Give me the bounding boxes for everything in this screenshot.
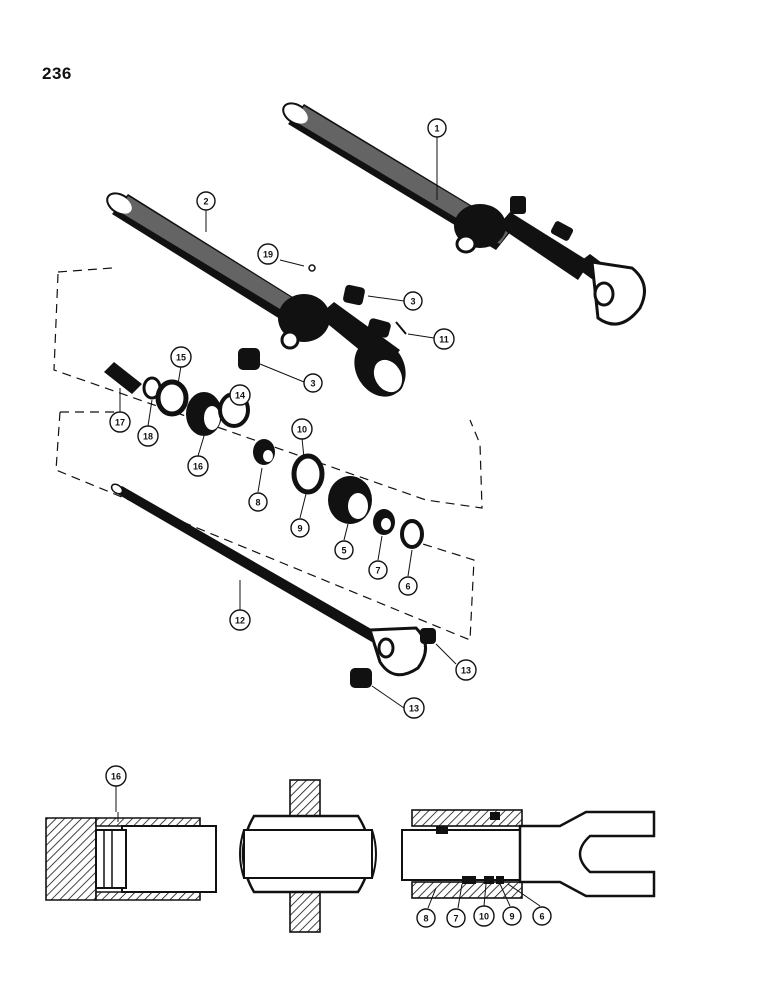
svg-text:12: 12	[235, 616, 245, 626]
callout-2: 2	[196, 191, 216, 211]
exploded-boundary-upper	[53, 273, 483, 509]
svg-text:7: 7	[453, 914, 458, 924]
callout-7: 7	[368, 560, 388, 580]
callout-16: 16	[187, 455, 209, 477]
svg-text:8: 8	[423, 914, 428, 924]
callout-14: 14	[229, 384, 251, 406]
section-lead-lines	[115, 786, 541, 909]
svg-text:13: 13	[409, 704, 419, 714]
piston-bolt-17	[104, 362, 142, 394]
svg-text:15: 15	[176, 353, 186, 363]
svg-text:6: 6	[539, 912, 544, 922]
callout-5: 5	[334, 540, 354, 560]
svg-text:2: 2	[203, 197, 208, 207]
exploded-boundary-lower	[55, 411, 475, 641]
callout-9: 9	[290, 518, 310, 538]
cylinder-barrel-2	[106, 192, 406, 397]
bushing-3-lower	[238, 348, 260, 370]
piston-rod-12	[110, 483, 436, 688]
callout-13-lower: 13	[403, 697, 425, 719]
callout-19: 19	[257, 243, 279, 265]
callout-15: 15	[170, 346, 192, 368]
section-view-right	[401, 809, 656, 899]
callout-section-10: 10	[473, 905, 495, 927]
callout-18: 18	[137, 425, 159, 447]
svg-text:6: 6	[405, 582, 410, 592]
callout-8: 8	[248, 492, 268, 512]
svg-text:11: 11	[439, 335, 449, 345]
callout-section-16: 16	[105, 765, 127, 787]
callout-section-9: 9	[502, 906, 522, 926]
callout-11: 11	[433, 328, 455, 350]
svg-text:13: 13	[461, 666, 471, 676]
backup-ring-10	[291, 453, 325, 495]
bushing-3-upper	[343, 284, 365, 306]
callout-3-upper: 3	[403, 291, 423, 311]
svg-text:9: 9	[297, 524, 302, 534]
svg-text:10: 10	[479, 912, 489, 922]
callout-section-8: 8	[416, 908, 436, 928]
svg-text:7: 7	[375, 566, 380, 576]
svg-text:18: 18	[143, 432, 153, 442]
svg-text:16: 16	[111, 772, 121, 782]
svg-text:17: 17	[115, 418, 125, 428]
bushing-small	[367, 318, 391, 338]
section-view-left	[45, 812, 217, 901]
lead-lines	[119, 137, 457, 709]
screw-11	[395, 321, 407, 335]
svg-text:10: 10	[297, 425, 307, 435]
page-number: 236	[42, 64, 72, 83]
svg-text:19: 19	[263, 250, 273, 260]
piston-washer-15	[155, 379, 189, 417]
svg-text:16: 16	[193, 462, 203, 472]
svg-text:8: 8	[255, 498, 260, 508]
svg-text:1: 1	[434, 124, 439, 134]
cylinder-assembly-1	[282, 102, 646, 326]
section-view-middle	[239, 779, 377, 933]
svg-text:5: 5	[341, 546, 346, 556]
callout-section-6: 6	[532, 906, 552, 926]
callout-6: 6	[398, 576, 418, 596]
callout-13-upper: 13	[455, 659, 477, 681]
callout-17: 17	[109, 411, 131, 433]
wiper-6	[400, 519, 424, 549]
grease-fitting-19	[308, 264, 316, 272]
callout-10: 10	[291, 418, 313, 440]
callout-12: 12	[229, 609, 251, 631]
callout-1: 1	[427, 118, 447, 138]
callout-3-lower: 3	[303, 373, 323, 393]
svg-text:3: 3	[310, 379, 315, 389]
svg-text:3: 3	[410, 297, 415, 307]
svg-text:14: 14	[235, 391, 245, 401]
svg-text:9: 9	[509, 912, 514, 922]
callout-section-7: 7	[446, 908, 466, 928]
